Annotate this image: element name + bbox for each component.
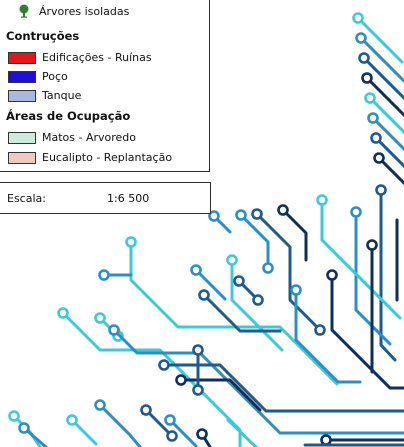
legend-item-label: Eucalipto - Replantação [42, 151, 173, 164]
circuit-node [226, 254, 238, 266]
circuit-trace [368, 96, 404, 135]
legend-item-edificacoes: Edificações - Ruínas [0, 51, 152, 64]
circuit-node [94, 312, 106, 324]
scale-label: Escala: [7, 192, 46, 205]
legend-item-label: Tanque [42, 89, 82, 102]
circuit-node [8, 410, 20, 422]
circuit-node [366, 239, 378, 251]
swatch-poco [8, 70, 36, 83]
circuit-trace [202, 293, 282, 333]
circuit-node [350, 206, 362, 218]
circuit-node [233, 275, 245, 287]
circuit-node [251, 208, 263, 220]
circuit-node [140, 404, 152, 416]
legend-item-tanque: Tanque [0, 89, 81, 102]
tree-icon [19, 4, 29, 18]
circuit-node [192, 344, 204, 356]
circuit-trace [362, 56, 404, 101]
map-legend: Árvores isoladas Contruções Edificações … [0, 0, 210, 172]
circuit-trace [379, 188, 397, 362]
circuit-node [361, 72, 373, 84]
circuit-trace [194, 268, 227, 301]
circuit-trace [230, 258, 284, 352]
circuit-node [98, 269, 110, 281]
swatch-edificacoes [8, 51, 36, 64]
circuit-node [252, 294, 264, 306]
circuit-node [277, 204, 289, 216]
circuit-node [358, 52, 370, 64]
circuit-node [367, 112, 379, 124]
legend-item-poco: Poço [0, 70, 68, 83]
circuit-node [192, 384, 204, 396]
swatch-eucalipto [8, 151, 36, 164]
circuit-node [18, 422, 30, 434]
circuit-trace [162, 363, 404, 413]
circuit-node [370, 132, 382, 144]
circuit-node [364, 92, 376, 104]
scale-value: 1:6 500 [107, 192, 150, 205]
circuit-node [108, 324, 120, 336]
circuit-trace [98, 403, 142, 447]
circuit-trace [61, 311, 242, 447]
circuit-node [208, 210, 220, 222]
legend-item-label: Matos - Arvoredo [42, 131, 137, 144]
areas-heading: Áreas de Ocupação [6, 109, 131, 123]
circuit-node [235, 209, 247, 221]
circuit-trace [294, 288, 362, 384]
circuit-trace [144, 408, 174, 438]
swatch-matos [8, 131, 36, 144]
construcoes-heading: Contruções [6, 29, 80, 43]
legend-item-matos: Matos - Arvoredo [0, 131, 136, 144]
circuit-node [175, 374, 187, 386]
circuit-node [158, 359, 170, 371]
circuit-node [320, 434, 332, 446]
legend-row-isolated-trees: Árvores isoladas [0, 4, 129, 18]
circuit-trace [226, 418, 258, 447]
circuit-node [164, 414, 176, 426]
circuit-trace [374, 136, 404, 169]
circuit-node [352, 12, 364, 24]
swatch-tanque [8, 89, 36, 102]
scale-box: Escala: 1:6 500 [0, 182, 211, 214]
circuit-node [316, 194, 328, 206]
legend-item-label: Poço [42, 70, 68, 83]
circuit-node [326, 269, 338, 281]
circuit-node [66, 414, 78, 426]
circuit-node [373, 152, 385, 164]
circuit-trace [281, 208, 308, 262]
circuit-trace [354, 210, 392, 346]
circuit-node [190, 264, 202, 276]
circuit-node [314, 324, 326, 336]
circuit-node [375, 184, 387, 196]
circuit-node [94, 399, 106, 411]
circuit-node [196, 428, 208, 440]
circuit-trace [330, 273, 404, 390]
legend-item-label: Edificações - Ruínas [42, 51, 152, 64]
circuit-node [355, 32, 367, 44]
circuit-node [57, 307, 69, 319]
circuit-node [262, 262, 274, 274]
circuit-trace [320, 198, 402, 320]
legend-item-eucalipto: Eucalipto - Replantação [0, 151, 172, 164]
circuit-node [290, 284, 302, 296]
circuit-node [166, 430, 178, 442]
isolated-trees-label: Árvores isoladas [39, 4, 130, 18]
circuit-trace [129, 240, 339, 386]
circuit-trace [377, 156, 404, 186]
circuit-trace [371, 116, 404, 152]
circuit-trace [255, 212, 322, 332]
circuit-trace [168, 418, 198, 447]
circuit-node [125, 236, 137, 248]
circuit-trace [239, 213, 270, 270]
circuit-trace [356, 16, 404, 64]
circuit-trace [359, 36, 404, 84]
circuit-node [198, 289, 210, 301]
